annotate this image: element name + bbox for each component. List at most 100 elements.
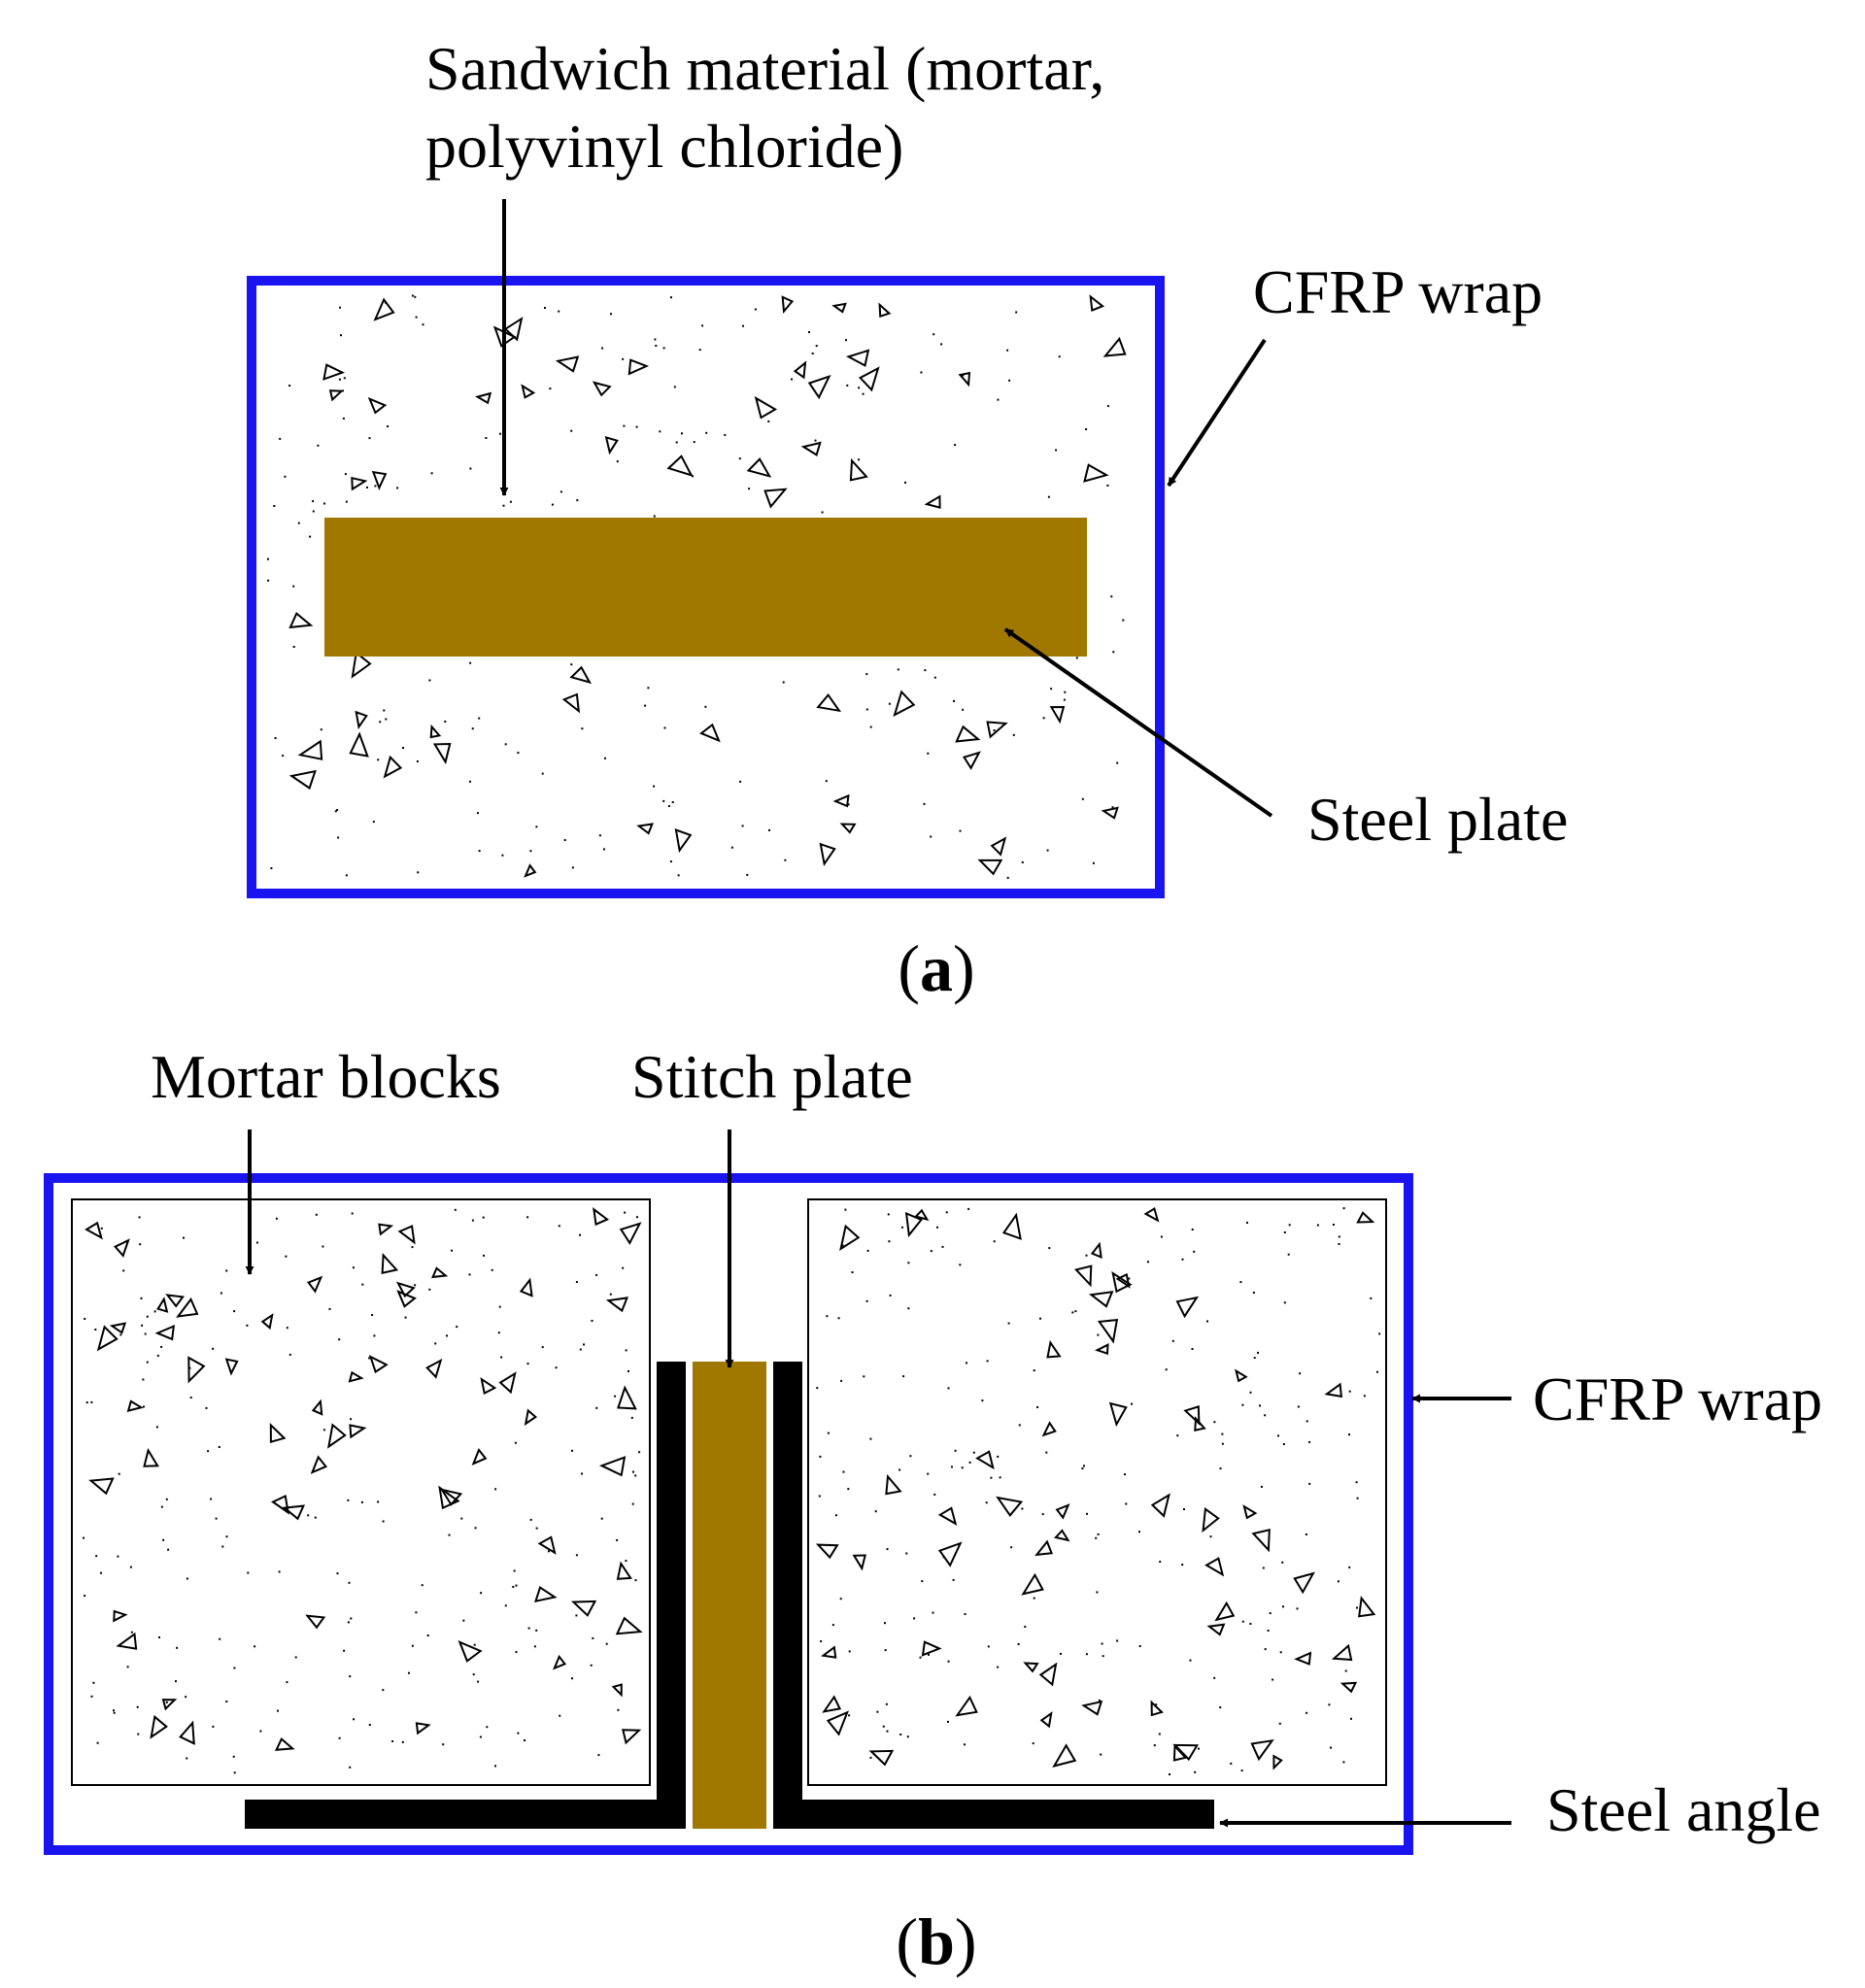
mortar-speck [885,1702,888,1705]
mortar-speck [1277,1434,1279,1437]
mortar-speck [379,721,382,724]
mortar-speck [924,669,927,672]
aggregate-mark [845,349,870,367]
mortar-speck [338,1736,341,1739]
mortar-speck [986,1360,989,1363]
aggregate-mark [1073,1264,1093,1288]
mortar-speck [920,371,923,374]
aggregate-mark [1339,1681,1358,1694]
aggregate-mark [519,1277,533,1297]
aggregate-mark [271,1495,289,1515]
mortar-speck [617,1708,620,1711]
mortar-speck [1219,1467,1222,1470]
aggregate-mark [1083,463,1109,483]
mortar-speck [480,1592,483,1595]
aggregate-mark [311,1398,323,1416]
mortar-speck [404,1316,407,1319]
mortar-speck [1116,761,1119,764]
aggregate-mark [955,1695,978,1717]
mortar-speck [559,1714,561,1717]
mortar-speck [869,725,872,728]
aggregate-mark [1088,1291,1114,1308]
mortar-speck [428,679,431,682]
mortar-speck [930,835,932,838]
mortar-speck [610,313,612,316]
aggregate-mark [561,692,581,714]
mortar-speck [225,1269,228,1272]
mortar-speck [1306,1711,1308,1714]
mortar-speck [927,752,930,755]
mortar-speck [826,1315,829,1318]
mortar-speck [246,1324,249,1327]
mortar-speck [1356,1606,1358,1609]
aggregate-mark [1081,1700,1103,1716]
mortar-speck [160,1345,163,1348]
mortar-speck [1221,1432,1224,1435]
mortar-speck [816,1387,819,1390]
mortar-speck [858,387,861,389]
mortar-speck [1282,1605,1284,1608]
mortar-speck [693,441,695,444]
mortar-speck [808,331,810,333]
mortar-speck [782,681,785,684]
mortar-speck [85,1401,88,1404]
mortar-speck [748,488,751,490]
aggregate-mark [156,1297,169,1313]
mortar-speck [869,1756,872,1759]
mortar-speck [212,1725,215,1728]
mortar-speck [1124,1473,1126,1476]
mortar-speck [604,757,606,759]
mortar-speck [278,1570,281,1573]
mortar-speck [343,1649,346,1652]
aggregate-mark [1039,1711,1053,1729]
mortar-speck [282,755,285,758]
aggregate-mark [351,476,368,491]
aggregate-mark [1356,1211,1375,1224]
mortar-speck [383,709,386,712]
aggregate-mark [937,1506,958,1526]
mortar-speck [616,1538,619,1541]
mortar-speck [624,1211,627,1214]
mortar-speck [1125,1502,1128,1505]
aggregate-mark [326,1423,347,1449]
mortar-speck [886,1730,889,1733]
aggregate-mark [154,1325,175,1341]
mortar-speck [581,1472,583,1475]
mortar-speck [338,378,341,381]
mortar-speck [501,854,504,857]
mortar-speck [865,673,868,676]
aggregate-mark [1331,1643,1353,1662]
mortar-speck [225,1701,228,1702]
mortar-speck [361,1283,364,1286]
mortar-speck [1287,1253,1290,1256]
mortar-speck [576,499,579,502]
mortar-speck [1006,876,1009,879]
mortar-speck [730,846,733,849]
aggregate-mark [937,1541,963,1567]
mortar-speck [932,333,935,336]
mortar-speck [387,425,390,427]
aggregate-mark [224,1358,239,1376]
mortar-speck [1257,1351,1259,1354]
mortar-speck [416,760,419,762]
mortar-speck [739,780,742,783]
mortar-speck [94,1329,97,1331]
mortar-speck [527,1627,530,1630]
mortar-speck [351,1212,354,1215]
mortar-speck [644,704,647,707]
mortar-speck [130,1631,133,1634]
mortar-speck [1015,311,1018,314]
mortar-speck [968,1461,971,1464]
mortar-speck [558,310,560,313]
aggregate-mark [990,836,1007,857]
mortar-speck [1095,1536,1098,1539]
aggregate-mark [1095,1343,1109,1356]
mortar-speck [294,1656,297,1659]
aggregate-mark [807,374,831,400]
mortar-speck [1122,619,1125,622]
mortar-speck [623,424,626,427]
mortar-speck [274,737,277,739]
mortar-speck [1264,1648,1267,1651]
mortar-speck [899,1468,901,1471]
aggregate-mark [1150,1700,1164,1717]
